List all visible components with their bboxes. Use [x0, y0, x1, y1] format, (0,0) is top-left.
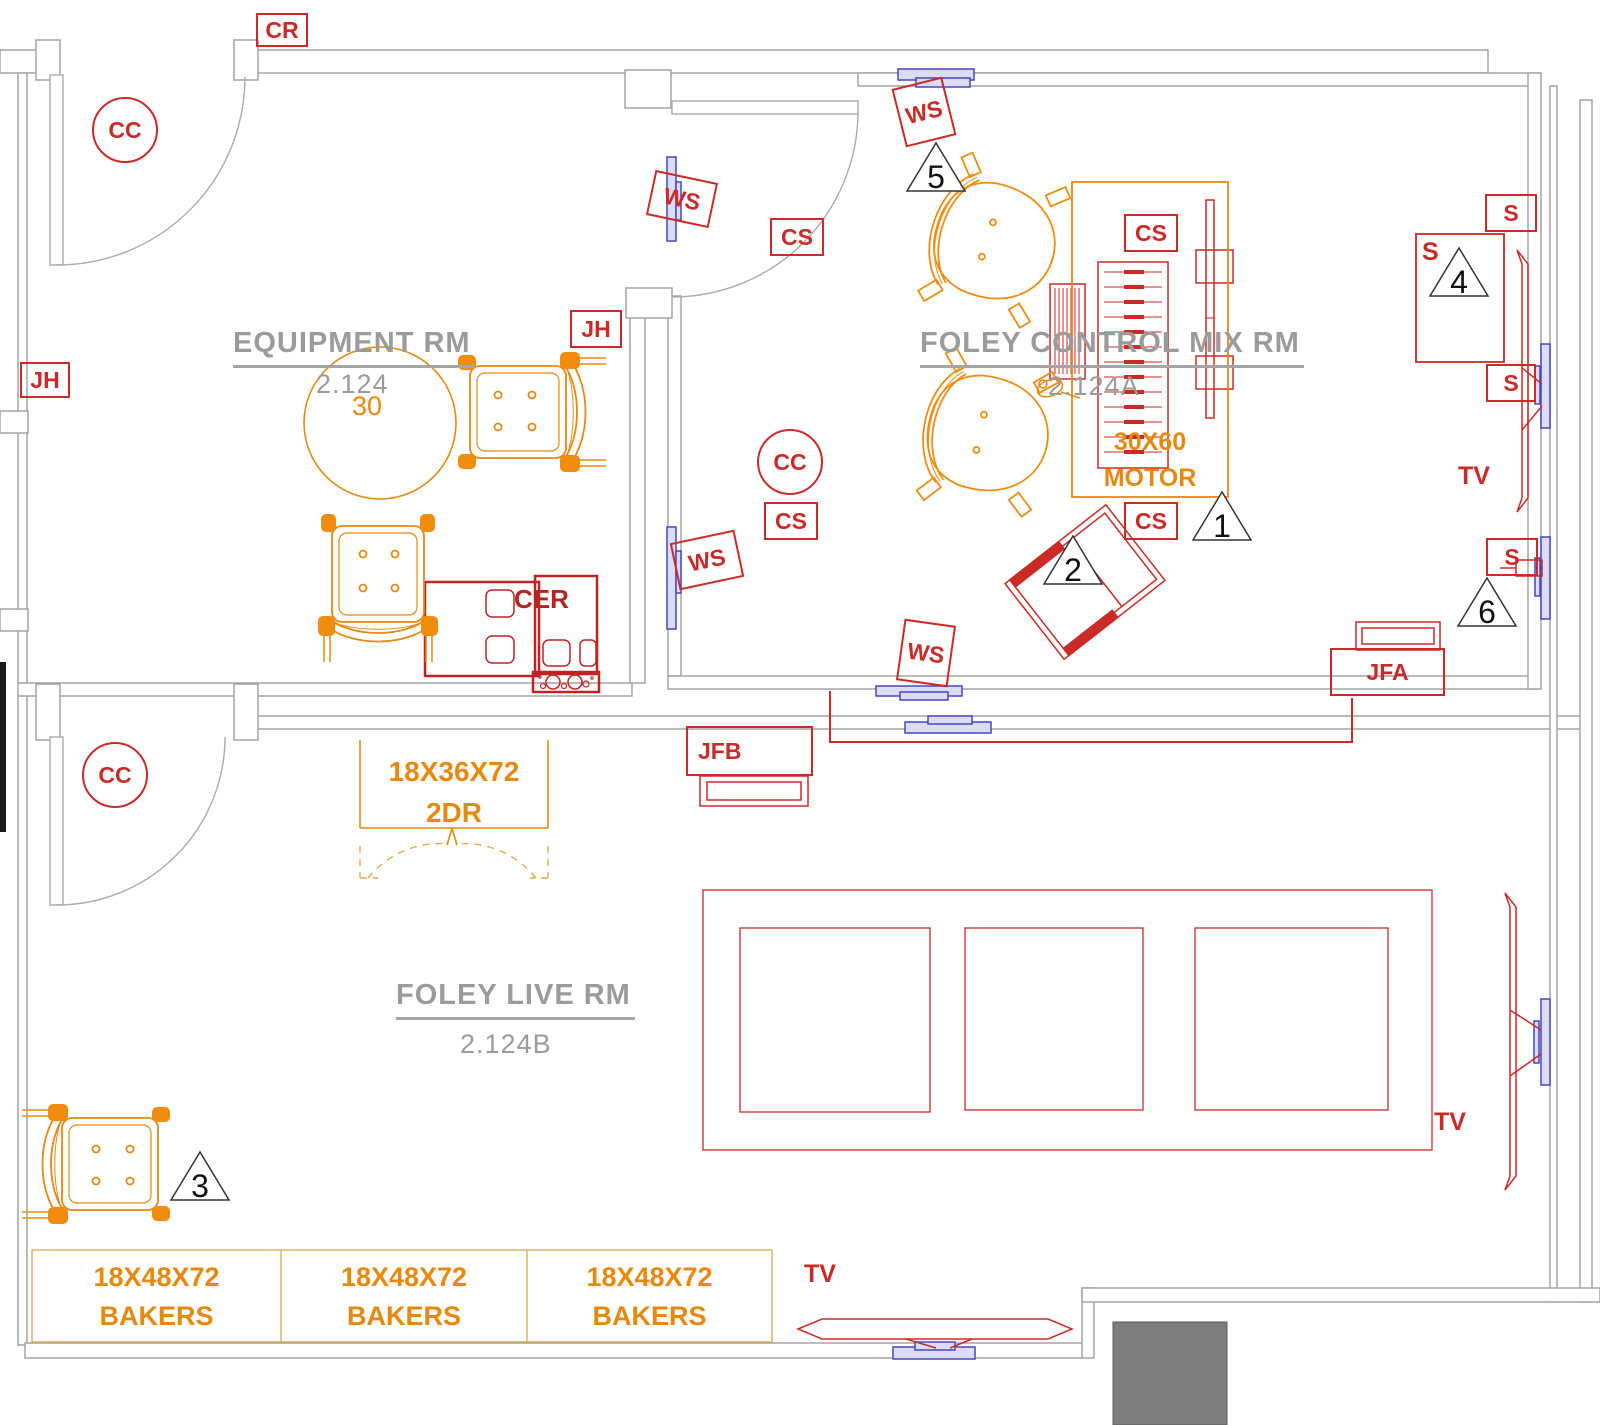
jfb-junction-box	[699, 775, 809, 807]
tag-jfb: JFB	[686, 726, 813, 776]
keynote-5-number: 5	[927, 159, 945, 195]
tag-cs-4: CS	[1124, 502, 1178, 540]
tag-s-1: S	[1485, 194, 1537, 232]
tag-s-3: S	[1486, 538, 1538, 576]
room-title-foley-live: FOLEY LIVE RM	[396, 979, 635, 1020]
label-bakers-2-line1: 18X48X72	[340, 1262, 468, 1292]
tag-jh-1: JH	[20, 362, 70, 398]
couch	[1003, 503, 1167, 661]
keynote-3-number: 3	[191, 1168, 209, 1204]
label-bakers-3-line1: 18X48X72	[586, 1262, 713, 1292]
doors	[49, 74, 859, 906]
door-jambs	[0, 39, 673, 741]
label-motor-desk-line2: MOTOR	[1103, 464, 1197, 493]
keynote-2-triangle-icon	[1042, 534, 1104, 585]
cable-symbol	[1036, 378, 1081, 399]
label-2dr-cabinet: 18X36X72 2DR	[360, 752, 548, 833]
tag-s-2: S	[1486, 364, 1536, 402]
keynote-1-triangle-icon	[1191, 490, 1253, 541]
tag-cc-2: CC	[757, 429, 823, 495]
label-round-table-count: 30	[352, 391, 383, 421]
label-bakers-3: 18X48X72 BAKERS	[527, 1258, 772, 1336]
mixer-rack	[1049, 199, 1234, 469]
motor-desk	[1071, 181, 1229, 498]
label-cer: CER	[514, 584, 569, 614]
cer-console	[423, 574, 601, 694]
jfa-junction-box	[1355, 621, 1441, 651]
bakers-racks	[31, 1249, 773, 1343]
keynote-6: 6	[1455, 576, 1519, 628]
room-title-equipment: EQUIPMENT RM	[233, 327, 475, 368]
tag-cs-3: CS	[764, 502, 818, 540]
conduit-line	[829, 691, 1353, 743]
chair-live-room	[21, 1103, 171, 1225]
keynote-3: 3	[168, 1150, 232, 1202]
keynote-6-number: 6	[1478, 594, 1496, 630]
wall-connector-s6	[1500, 559, 1543, 577]
tag-cc-1: CC	[92, 97, 158, 163]
keynote-2: 2	[1041, 534, 1105, 586]
chair-control-lower	[908, 343, 1064, 524]
keynote-6-triangle-icon	[1456, 576, 1518, 627]
tag-cc-3: CC	[82, 742, 148, 808]
label-s-in-rect: S	[1422, 238, 1439, 266]
label-tv-control: TV	[1458, 462, 1490, 490]
chair-equipment-lower	[317, 513, 439, 663]
keynote-1-number: 1	[1213, 508, 1231, 544]
label-bakers-1-line1: 18X48X72	[93, 1262, 220, 1292]
keynote-4-triangle-icon	[1428, 246, 1490, 297]
room-title-foley-control: FOLEY CONTROL MIX RM	[920, 327, 1304, 368]
structural-column	[1112, 1321, 1228, 1425]
tag-ws-4: WS	[895, 618, 957, 688]
keynote-5: 5	[904, 141, 968, 193]
tv-bottom-wall	[796, 1318, 1074, 1349]
tv-live-room	[1504, 892, 1542, 1191]
foley-pit-table	[702, 889, 1433, 1151]
label-tv-live: TV	[1434, 1108, 1466, 1136]
room-number-equipment: 2.124	[316, 369, 389, 399]
keynote-4: 4	[1427, 246, 1491, 298]
keynote-3-triangle-icon	[169, 1150, 231, 1201]
tag-cs-2: CS	[1124, 214, 1178, 252]
keynote-4-number: 4	[1450, 264, 1468, 300]
label-bakers-3-line2: BAKERS	[592, 1301, 707, 1332]
label-bakers-2: 18X48X72 BAKERS	[281, 1258, 527, 1336]
label-bakers-2-line2: BAKERS	[346, 1301, 461, 1332]
tv-control-room	[1516, 249, 1543, 513]
speaker-s-rect	[1415, 233, 1505, 363]
label-bakers-1-line2: BAKERS	[99, 1301, 214, 1332]
room-number-foley-control: 2.124A	[1048, 371, 1140, 401]
chair-equipment-right	[457, 351, 607, 473]
keynote-5-triangle-icon	[905, 141, 967, 192]
label-2dr-cabinet-line2: 2DR	[425, 796, 482, 828]
label-bakers-1: 18X48X72 BAKERS	[32, 1258, 281, 1336]
keynote-2-number: 2	[1064, 552, 1082, 588]
room-number-foley-live: 2.124B	[460, 1029, 552, 1059]
label-motor-desk-line1: 30X60	[1113, 428, 1187, 456]
two-door-cabinet	[359, 740, 549, 879]
label-motor-desk: 30X60 MOTOR	[1072, 424, 1228, 497]
keynote-1: 1	[1190, 490, 1254, 542]
label-tv-bottom: TV	[804, 1260, 836, 1288]
tag-jh-2: JH	[570, 310, 622, 348]
label-2dr-cabinet-line1: 18X36X72	[388, 756, 520, 787]
tag-jfa: JFA	[1330, 648, 1445, 696]
round-table	[303, 346, 457, 500]
tag-cr: CR	[256, 13, 308, 47]
wall-fill-segment	[0, 662, 6, 832]
tag-cs-1: CS	[770, 218, 824, 256]
